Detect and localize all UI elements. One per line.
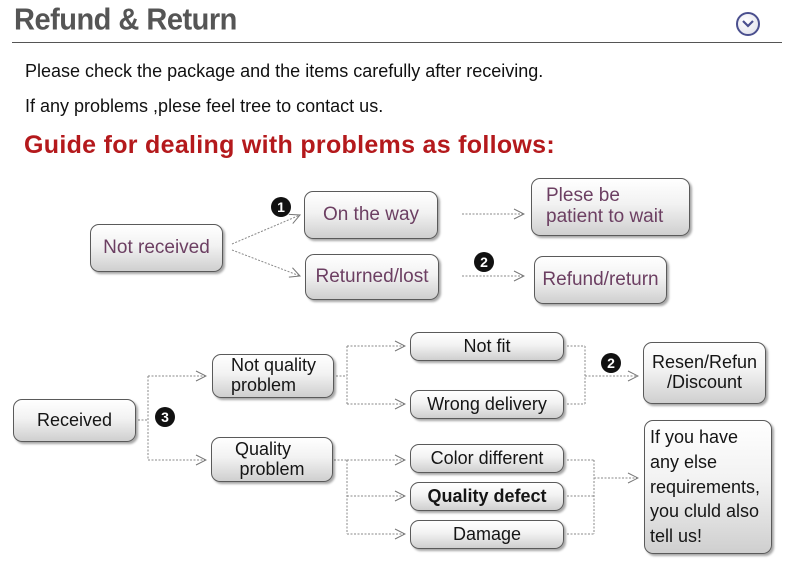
node-wait-line-2: patient to wait <box>546 206 664 227</box>
node-resend-line-1: Resen/Refun <box>651 352 758 373</box>
node-wait: Plese be patient to wait <box>531 178 690 236</box>
connector-not-received-returned <box>231 249 300 276</box>
node-not-fit: Not fit <box>410 332 564 361</box>
node-wait-line-1: Plese be <box>546 185 620 207</box>
collapse-button[interactable] <box>736 12 760 36</box>
node-quality-line-2: problem <box>239 458 305 479</box>
node-quality-problem: Quality problem <box>211 437 333 482</box>
node-contact-line-2: any else <box>650 451 718 472</box>
guide-title: Guide for dealing with problems as follo… <box>24 131 556 159</box>
node-damage: Damage <box>410 520 564 549</box>
node-wrong-delivery: Wrong delivery <box>410 390 564 419</box>
node-contact-line-4: you cluld also <box>650 501 760 522</box>
intro-line-1: Please check the package and the items c… <box>25 61 544 81</box>
node-contact-us: If you have any else requirements, you c… <box>644 420 772 554</box>
page-title: Refund & Return <box>14 3 237 37</box>
node-resend-refund-discount: Resen/Refun /Discount <box>643 342 766 404</box>
node-contact-line-1: If you have <box>650 426 739 447</box>
step-badge-1: 1 <box>271 197 291 217</box>
node-contact-line-3: requirements, <box>650 476 761 497</box>
node-resend-line-2: /Discount <box>666 372 743 392</box>
node-returned-lost: Returned/lost <box>305 254 439 300</box>
header-divider <box>12 42 782 43</box>
step-badge-3: 3 <box>155 407 175 427</box>
node-quality-defect: Quality defect <box>410 482 564 511</box>
node-received: Received <box>13 399 136 442</box>
node-not-quality-line-1: Not quality <box>231 355 317 376</box>
node-contact-line-5: tell us! <box>650 526 703 547</box>
node-not-quality-line-2: problem <box>231 375 297 395</box>
intro-line-2: If any problems ,plese feel tree to cont… <box>25 96 384 116</box>
node-quality-line-1: Quality <box>234 438 292 459</box>
connector-not-received-on-the-way <box>231 215 300 245</box>
chevron-down-icon <box>742 20 754 28</box>
node-not-received: Not received <box>90 224 223 272</box>
node-color-different: Color different <box>410 444 564 473</box>
step-badge-2-received: 2 <box>601 353 621 373</box>
node-refund-return: Refund/return <box>534 256 667 304</box>
node-on-the-way: On the way <box>304 191 438 239</box>
step-badge-2: 2 <box>474 252 494 272</box>
node-not-quality-problem: Not quality problem <box>212 354 334 398</box>
